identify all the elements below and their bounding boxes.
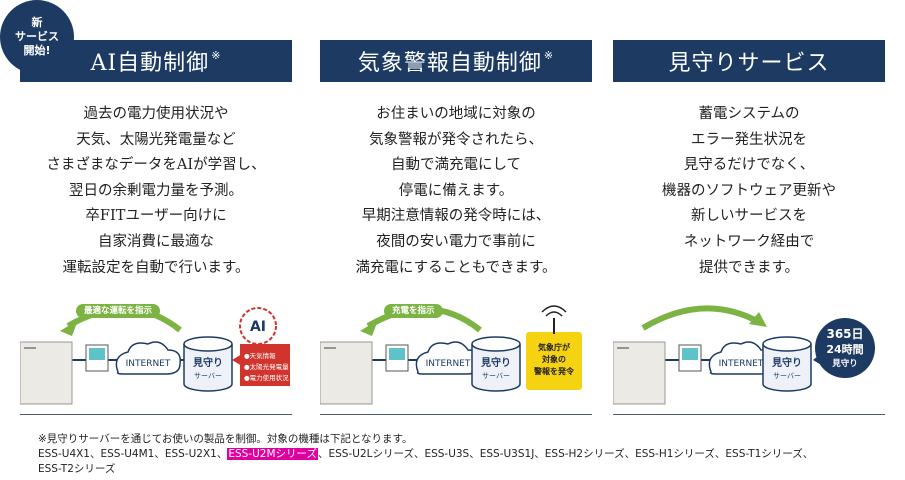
- weather-system-diagram: INTERNET 見守り サーバー 気象庁が 対象の 警報を発令: [320, 305, 582, 405]
- desc-line: 天気、太陽光発電量など: [76, 131, 236, 148]
- arrow-head-icon: [60, 320, 78, 336]
- battery-unit-icon: [613, 341, 666, 405]
- bubble-line: 24時間: [826, 342, 863, 356]
- ai-control-description: 過去の電力使用状況や 天気、太陽光発電量など さまざまなデータをAIが学習し、 …: [20, 102, 292, 281]
- footnote: ※見守りサーバーを通じてお使いの製品を制御。対象の機種は下記となります。 ESS…: [38, 432, 813, 477]
- column-weather-warning: 気象警報自動制御※ お住まいの地域に対象の 気象警報が発令されたら、 自動で満充…: [320, 0, 592, 420]
- desc-line: 新しいサービスを: [691, 208, 807, 225]
- server-label-2: サーバー: [773, 372, 801, 380]
- server-label-2: サーバー: [194, 372, 222, 380]
- bubble-line: 見守り: [831, 358, 858, 369]
- desc-line: 運転設定を自動で行います。: [62, 259, 250, 276]
- internet-cloud-icon: [708, 341, 774, 375]
- desc-line: 気象警報が発令されたら、: [369, 131, 543, 148]
- arrow-head-icon: [360, 320, 378, 336]
- desc-line: さまざまなデータをAIが学習し、: [46, 157, 266, 174]
- monitoring-description: 蓄電システムの エラー発生状況を 見守るだけでなく、 機器のソフトウェア更新や …: [613, 102, 885, 281]
- monitoring-system-diagram: INTERNET 見守り サーバー 365日 24時間 見守り: [613, 305, 875, 405]
- ai-control-mark: ※: [211, 48, 222, 62]
- alert-line: 対象の: [541, 354, 566, 364]
- desc-line: 夜間の安い電力で事前に: [376, 233, 536, 250]
- server-cylinder-icon: [762, 344, 812, 392]
- footnote-line1: ※見守りサーバーを通じてお使いの製品を制御。対象の機種は下記となります。: [38, 433, 413, 445]
- model-list-a: ESS-U4X1、ESS-U4M1、ESS-U2X1、: [38, 448, 228, 460]
- desc-line: 早期注意情報の発令時には、: [361, 208, 551, 225]
- server-label-1: 見守り: [480, 356, 511, 369]
- server-cylinder-icon: [183, 344, 233, 392]
- server-label-1: 見守り: [771, 356, 802, 369]
- desc-line: 卒FITユーザー向けに: [85, 208, 227, 225]
- weather-warning-description: お住まいの地域に対象の 気象警報が発令されたら、 自動で満充電にして 停電に備え…: [320, 102, 592, 281]
- alert-box: [526, 332, 582, 390]
- arrow-head-icon: [749, 312, 767, 327]
- monitoring-title: 見守りサービス: [668, 51, 830, 76]
- weather-warning-title: 気象警報自動制御: [357, 51, 542, 76]
- desc-line: 提供できます。: [698, 259, 800, 276]
- ai-data-item: ●太陽光発電量: [244, 362, 289, 371]
- column-monitoring-service: 見守りサービス 蓄電システムの エラー発生状況を 見守るだけでなく、 機器のソフ…: [613, 0, 885, 420]
- server-cylinder-icon: [471, 344, 521, 392]
- badge-line3: 開始!: [23, 44, 51, 57]
- instruction-pill: 最適な運転を指示: [76, 304, 161, 318]
- desc-line: ネットワーク経由で: [683, 233, 815, 250]
- ai-control-heading: AI自動制御※: [20, 40, 292, 82]
- desc-line: 自動で満充電にして: [390, 157, 522, 174]
- footnote-line3: ESS-T2シリーズ: [38, 463, 116, 475]
- weather-warning-illustration: INTERNET 見守り サーバー 気象庁が 対象の 警報を発令 充電を指示: [320, 290, 592, 418]
- new-service-badge: 新 サービス 開始!: [0, 0, 74, 74]
- ai-system-diagram: INTERNET 見守り サーバー ●天気情報 ●太陽光発電量 ●電力使用状況 …: [20, 306, 290, 405]
- desc-line: 自家消費に最適な: [98, 233, 214, 250]
- desc-line: 蓄電システムの: [698, 106, 800, 122]
- divider: [20, 414, 292, 415]
- internet-label: INTERNET: [426, 359, 471, 369]
- pointer-icon: [232, 354, 242, 366]
- desc-line: 過去の電力使用状況や: [83, 106, 229, 122]
- desc-line: 見守るだけでなく、: [683, 157, 815, 174]
- instruction-pill: 充電を指示: [384, 304, 443, 318]
- divider: [613, 414, 885, 415]
- ai-control-illustration: INTERNET 見守り サーバー ●天気情報 ●太陽光発電量 ●電力使用状況 …: [20, 290, 292, 418]
- desc-line: 翌日の余剰電力量を予測。: [69, 182, 243, 199]
- internet-label: INTERNET: [719, 359, 764, 369]
- desc-line: 停電に備えます。: [398, 182, 514, 199]
- monitoring-illustration: INTERNET 見守り サーバー 365日 24時間 見守り: [613, 290, 885, 418]
- bubble-line: 365日: [826, 327, 863, 341]
- desc-line: お住まいの地域に対象の: [376, 106, 536, 122]
- ai-control-title: AI自動制御: [90, 51, 210, 76]
- weather-warning-mark: ※: [543, 48, 555, 62]
- footnote-line2: ESS-U4X1、ESS-U4M1、ESS-U2X1、ESS-U2Mシリーズ、E…: [38, 447, 813, 462]
- internet-cloud-icon: [115, 341, 181, 375]
- alert-line: 気象庁が: [538, 342, 571, 352]
- monitoring-heading: 見守りサービス: [613, 40, 885, 82]
- badge-line2: サービス: [15, 30, 59, 43]
- ai-label: AI: [250, 319, 266, 335]
- divider: [320, 414, 592, 415]
- ai-data-item: ●電力使用状況: [244, 373, 289, 382]
- badge-line1: 新: [31, 16, 43, 29]
- ai-data-item: ●天気情報: [244, 351, 276, 360]
- server-label-1: 見守り: [192, 356, 223, 369]
- internet-label: INTERNET: [126, 359, 171, 369]
- ai-gear-icon: [239, 307, 277, 345]
- desc-line: 機器のソフトウェア更新や: [662, 182, 836, 199]
- weather-warning-heading: 気象警報自動制御※: [320, 40, 592, 82]
- ai-data-box: [240, 344, 290, 386]
- highlighted-model: ESS-U2Mシリーズ: [227, 448, 318, 460]
- column-ai-control: AI自動制御※ 過去の電力使用状況や 天気、太陽光発電量など さまざまなデータを…: [20, 0, 292, 420]
- desc-line: エラー発生状況を: [691, 131, 807, 148]
- battery-unit-icon: [320, 341, 373, 405]
- monitoring-bubble: [815, 318, 875, 378]
- internet-cloud-icon: [415, 341, 481, 375]
- server-label-2: サーバー: [482, 372, 510, 380]
- green-arrow-icon: [641, 305, 761, 331]
- alert-line: 警報を発令: [533, 366, 575, 376]
- battery-unit-icon: [20, 341, 73, 405]
- desc-line: 満充電にすることもできます。: [355, 259, 557, 276]
- model-list-b: 、ESS-U2Lシリーズ、ESS-U3S、ESS-U3S1J、ESS-H2シリー…: [318, 448, 814, 460]
